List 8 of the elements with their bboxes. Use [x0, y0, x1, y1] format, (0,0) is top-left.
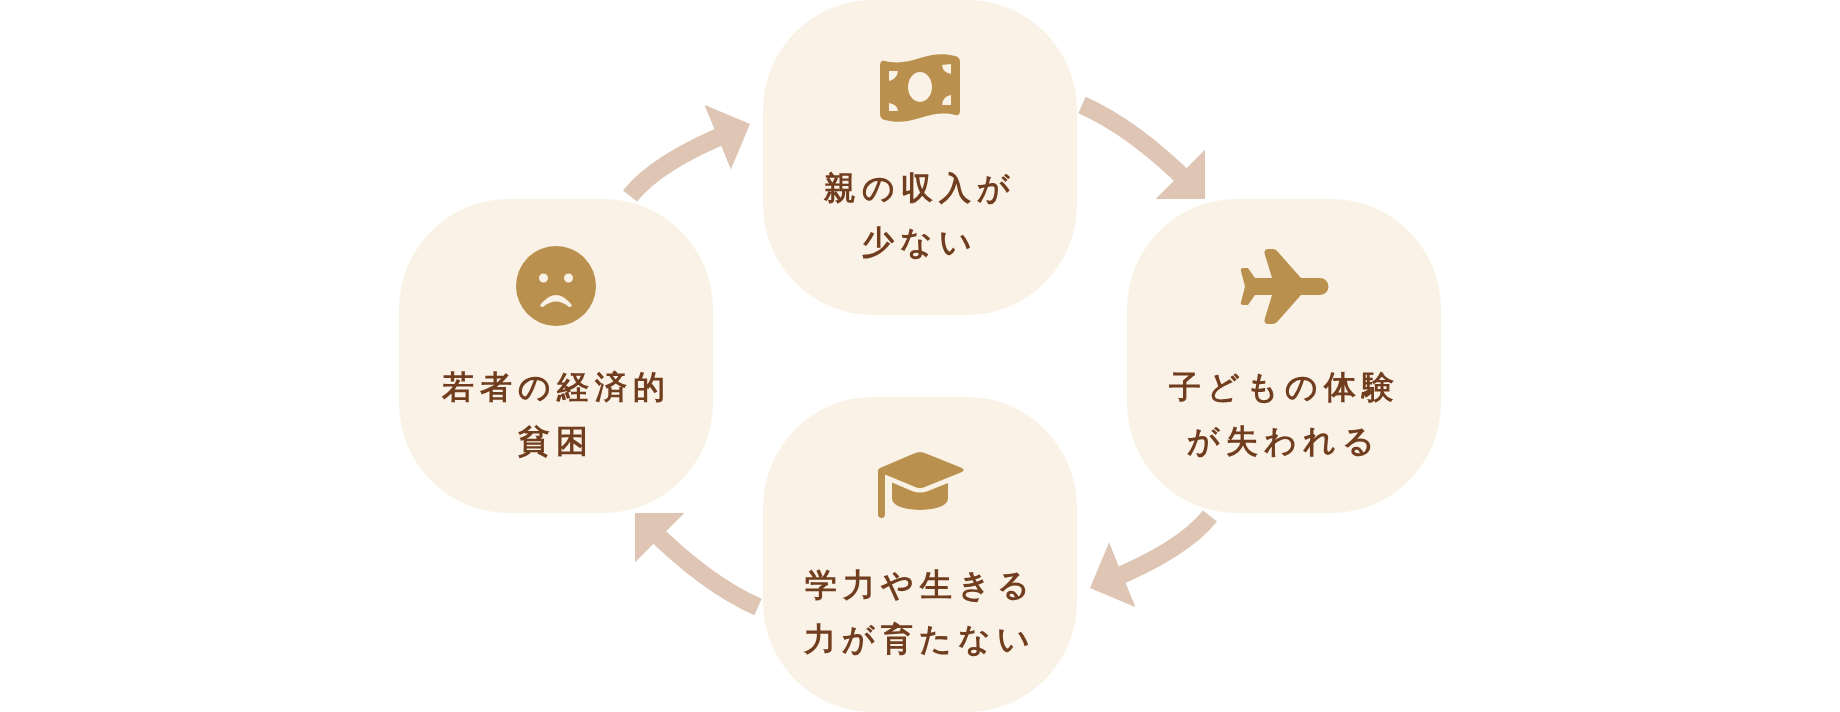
step-label: 子どもの体験が失われる: [1168, 367, 1400, 462]
curved-arrow: [1090, 510, 1217, 607]
curved-arrow: [623, 105, 750, 202]
curved-arrow: [1078, 96, 1206, 200]
step-label: 若者の経済的貧困: [440, 367, 672, 462]
curved-arrow: [634, 512, 762, 616]
step-label: 親の収入が少ない: [823, 168, 1017, 263]
step-label: 学力や生きる力が育たない: [804, 565, 1036, 660]
